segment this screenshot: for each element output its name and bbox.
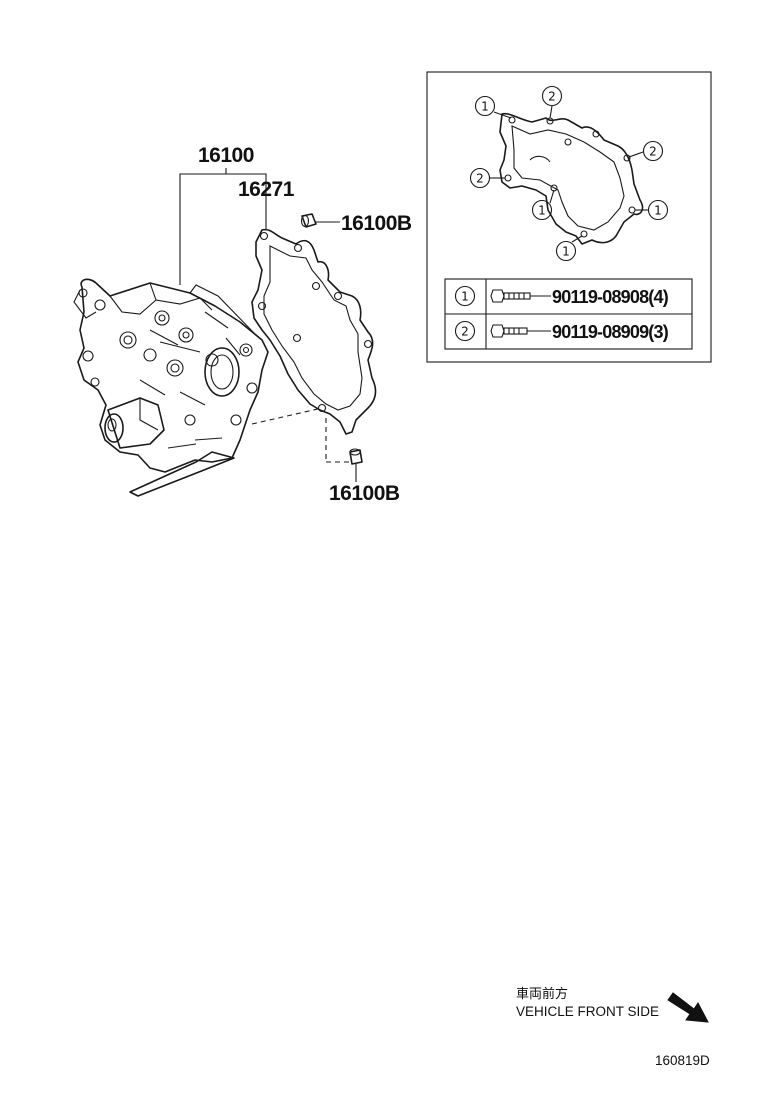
part-number-plug-top[interactable]: 16100B [341, 212, 412, 235]
plug-bottom[interactable] [349, 448, 363, 482]
callout-1-label: 1 [481, 100, 489, 114]
callout-2-left [469, 167, 491, 189]
plug-top[interactable] [300, 213, 341, 228]
bolt-row-2-part[interactable]: 90119-08909(3) [552, 322, 670, 342]
gasket[interactable] [251, 228, 377, 435]
bolt-icon [490, 324, 528, 338]
callout-1-bottom [555, 240, 577, 262]
callout-2-label: 2 [476, 172, 484, 186]
callout-1-center [531, 199, 553, 221]
inset-callouts: 1 2 2 2 1 1 1 [469, 85, 669, 262]
bolt-row-2-callout: 2 [461, 325, 469, 339]
part-number-gasket[interactable]: 16271 [238, 178, 295, 201]
direction-label-en: VEHICLE FRONT SIDE [516, 1004, 659, 1019]
part-number-plug-bottom[interactable]: 16100B [329, 482, 400, 505]
callout-1-top-left [474, 95, 496, 117]
direction-label-jp: 車両前方 [516, 986, 568, 1002]
leader-16100 [179, 168, 267, 285]
inset-gasket [499, 112, 644, 245]
bolt-row-1-part[interactable]: 90119-08908(4) [552, 287, 670, 307]
callout-2-label: 2 [548, 90, 556, 104]
bolt-row-1-callout: 1 [461, 290, 469, 304]
callout-2-label: 2 [649, 145, 657, 159]
callout-1-label: 1 [538, 204, 546, 218]
callout-2-right [642, 140, 664, 162]
bolt-table: 1 90119-08908(4) 2 90119-08909(3) [444, 278, 693, 350]
figure-code: 160819D [655, 1053, 710, 1068]
callout-1-label: 1 [654, 204, 662, 218]
part-number-water-pump[interactable]: 16100 [198, 144, 254, 167]
water-pump-assembly[interactable] [73, 278, 269, 497]
callout-2-top [541, 85, 563, 107]
callout-1-right [647, 199, 669, 221]
front-arrow-icon [667, 992, 709, 1023]
inset-frame [426, 71, 712, 363]
callout-1-label: 1 [562, 245, 570, 259]
alignment-lines [251, 407, 352, 463]
bolt-icon [490, 289, 531, 303]
